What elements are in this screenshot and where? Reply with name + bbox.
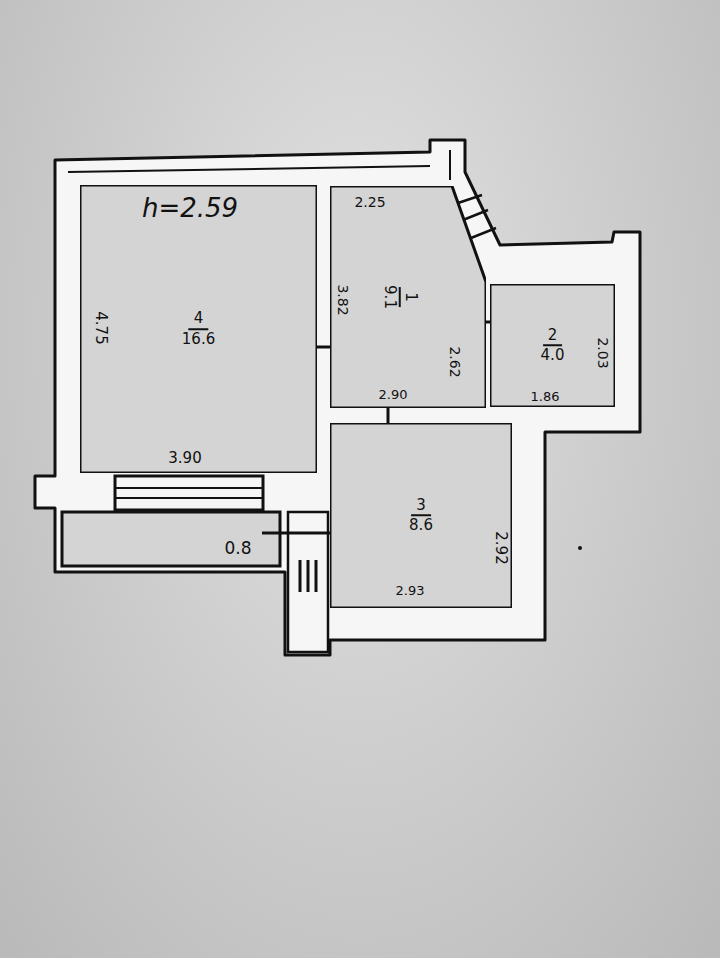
window [115,476,263,510]
window-line [115,497,263,499]
room-number: 3 [411,496,431,517]
room-wall [80,185,317,473]
dimension-label: 2.92 [493,531,508,564]
room-area: 4.0 [536,347,570,366]
wall-line [449,150,451,180]
room-area: 16.6 [177,330,220,349]
window-line [115,487,263,489]
room-number: 2 [543,326,563,347]
room-label: 19.1 [380,280,420,314]
room-number: 4 [189,309,209,330]
dimension-label: 3.82 [336,284,350,315]
dimension-label: 2.62 [448,346,462,377]
wall-line [68,166,430,172]
dimension-label: 0.8 [224,540,251,557]
dot [578,546,582,550]
stair-line [307,560,310,592]
room-label: 38.6 [404,496,438,536]
dimension-label: 4.75 [93,311,108,344]
dimension-label: 3.90 [168,451,201,466]
room-number: 1 [399,287,420,307]
room: 416.6 [80,185,317,473]
room-label: 24.0 [536,326,570,366]
dimension-label: 2.93 [396,584,425,597]
dimension-label: 2.90 [379,388,408,401]
dimension-label: 2.03 [596,337,610,368]
room-wall [330,186,486,408]
room-wall [490,284,615,407]
balcony [62,512,280,566]
dimension-label: 2.25 [354,195,385,209]
outer-walls [35,140,640,655]
room: 19.1 [330,186,486,408]
stair-line [299,560,302,592]
room-wall [330,423,512,608]
dimension-label: 1.86 [531,390,560,403]
room-label: 416.6 [177,309,220,349]
stair-line [315,560,318,592]
room: 38.6 [330,423,512,608]
ceiling-height: h=2.59 [142,195,238,221]
room-area: 9.1 [380,280,399,314]
room-area: 8.6 [404,517,438,536]
